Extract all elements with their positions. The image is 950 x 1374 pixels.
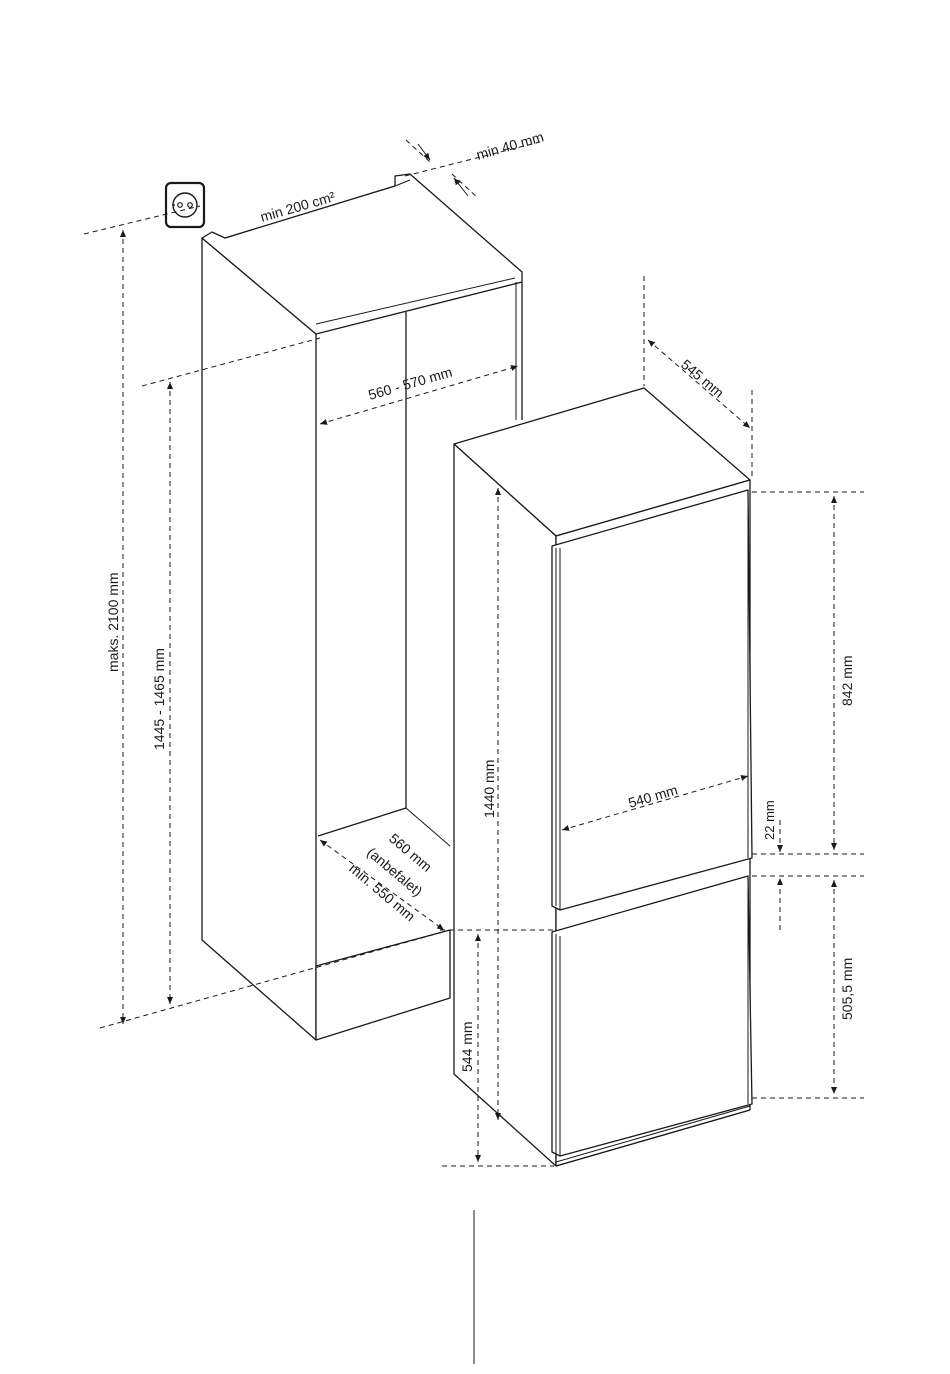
rear-gap-label: min 40 mm — [474, 128, 545, 162]
base-height-label: 544 mm — [459, 1021, 475, 1072]
upper-door — [552, 490, 752, 910]
niche-height-label: 1445 - 1465 mm — [151, 648, 167, 750]
lower-door-height-label: 505,5 mm — [839, 958, 855, 1020]
max-height-label: maks. 2100 mm — [105, 572, 121, 672]
cabinet-left-panel — [202, 238, 316, 1040]
cabinet-base — [316, 930, 450, 1040]
door-gap-label: 22 mm — [762, 800, 777, 840]
power-socket-icon — [166, 183, 204, 227]
appliance-height-label: 1440 mm — [481, 760, 497, 818]
niche-width-label: 560 - 570 mm — [366, 364, 453, 403]
upper-door-height-label: 842 mm — [839, 655, 855, 706]
appliance-depth-label: 545 mm — [678, 356, 727, 401]
appliance — [454, 388, 752, 1166]
